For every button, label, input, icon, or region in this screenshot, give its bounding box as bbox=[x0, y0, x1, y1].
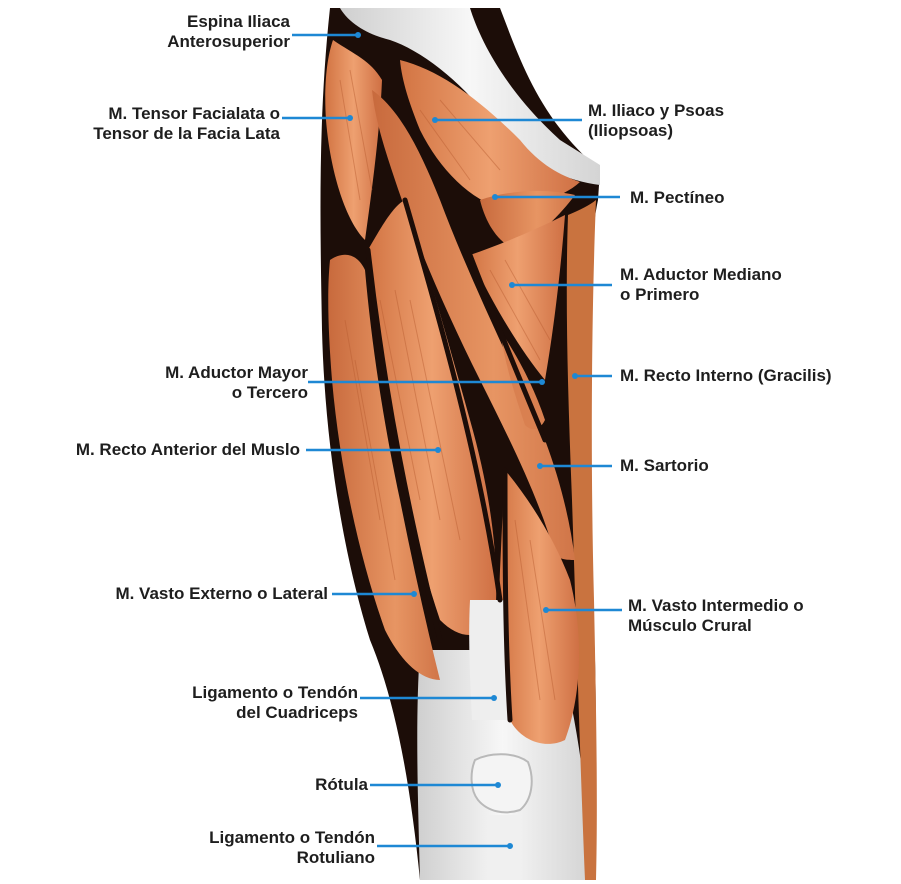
patellar-ligament bbox=[487, 815, 521, 880]
label-recto-interno: M. Recto Interno (Gracilis) bbox=[620, 366, 832, 386]
label-aductor-mayor: M. Aductor Mayor o Tercero bbox=[165, 363, 308, 403]
label-recto-anterior: M. Recto Anterior del Muslo bbox=[76, 440, 300, 460]
label-tensor-fascia-lata: M. Tensor Facialata o Tensor de la Facia… bbox=[93, 104, 280, 144]
label-vasto-intermedio: M. Vasto Intermedio o Músculo Crural bbox=[628, 596, 804, 636]
label-ligamento-cuadriceps: Ligamento o Tendón del Cuadriceps bbox=[192, 683, 358, 723]
quadriceps-tendon bbox=[469, 600, 509, 720]
label-espina-iliaca: Espina Iliaca Anterosuperior bbox=[167, 12, 290, 52]
label-pectineo: M. Pectíneo bbox=[630, 188, 724, 208]
label-sartorio: M. Sartorio bbox=[620, 456, 709, 476]
patella bbox=[472, 754, 532, 812]
label-iliopsoas: M. Iliaco y Psoas (Iliopsoas) bbox=[588, 101, 724, 141]
label-ligamento-rotuliano: Ligamento o Tendón Rotuliano bbox=[209, 828, 375, 868]
label-vasto-externo: M. Vasto Externo o Lateral bbox=[115, 584, 328, 604]
label-aductor-mediano: M. Aductor Mediano o Primero bbox=[620, 265, 782, 305]
label-rotula: Rótula bbox=[315, 775, 368, 795]
